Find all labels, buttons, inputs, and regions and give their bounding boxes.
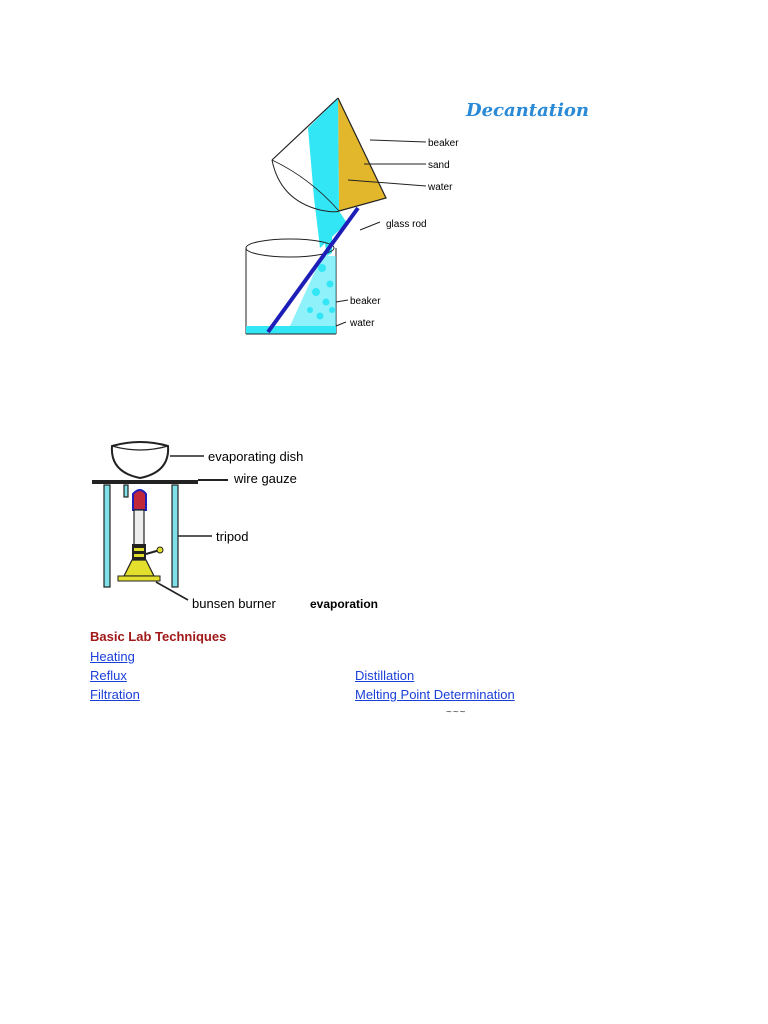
- decantation-diagram: beaker sand water glass rod beaker water: [245, 97, 459, 335]
- separator: ~~~: [446, 707, 467, 718]
- evaporation-diagram: evaporating dish wire gauze tripod bunse…: [92, 441, 378, 611]
- label-bunsen-burner: bunsen burner: [192, 596, 277, 611]
- label-water-top: water: [427, 182, 453, 193]
- link-filtration[interactable]: Filtration: [90, 687, 140, 702]
- label-glass-rod: glass rod: [386, 219, 427, 230]
- glass-rod: [266, 206, 360, 334]
- label-wire-gauze: wire gauze: [233, 471, 297, 486]
- upper-beaker-sand: [338, 98, 386, 211]
- label-tripod: tripod: [216, 529, 249, 544]
- upper-beaker-mouth-back: [271, 159, 340, 212]
- lower-beaker-water: [246, 326, 336, 334]
- link-distillation[interactable]: Distillation: [355, 668, 415, 683]
- upper-beaker-mouth: [271, 159, 340, 213]
- decantation-title: Decantation: [466, 100, 589, 121]
- upper-beaker-water: [308, 98, 347, 248]
- pointer-lines: [335, 139, 427, 327]
- label-sand: sand: [428, 160, 450, 171]
- label-evaporating-dish: evaporating dish: [208, 449, 303, 464]
- upper-beaker-outline: [337, 97, 387, 212]
- link-reflux[interactable]: Reflux: [90, 668, 127, 683]
- label-beaker-bottom: beaker: [350, 296, 381, 307]
- section-title-basic-lab-techniques: Basic Lab Techniques: [90, 629, 227, 644]
- lower-beaker-top: [245, 238, 335, 258]
- link-melting-point-determination[interactable]: Melting Point Determination: [355, 687, 515, 702]
- water-droplets: [307, 264, 335, 320]
- upper-beaker-rim: [271, 97, 339, 161]
- evaporation-pointer-lines: [155, 455, 212, 601]
- label-beaker-top: beaker: [428, 138, 459, 149]
- bunsen-burner: [117, 489, 164, 582]
- evaporating-dish: [110, 441, 170, 480]
- link-heating[interactable]: Heating: [90, 649, 135, 664]
- label-water-bottom: water: [349, 318, 375, 329]
- wire-gauze: [92, 480, 198, 484]
- label-evaporation: evaporation: [310, 597, 378, 611]
